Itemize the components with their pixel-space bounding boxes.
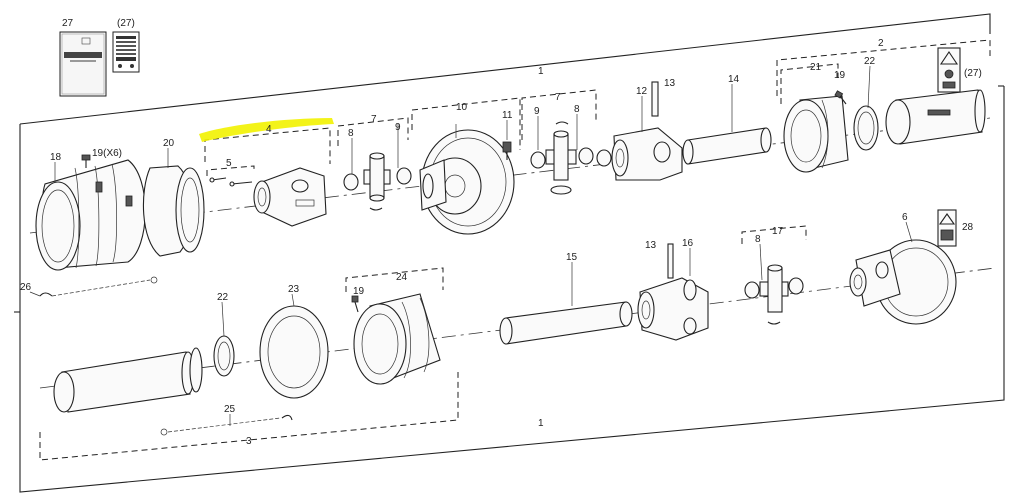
cross-journal-part-8b	[530, 121, 594, 195]
callout-9b: 9	[534, 106, 540, 117]
callout-12: 12	[636, 86, 648, 97]
yoke-part-16	[637, 277, 709, 341]
callout-1-top: 1	[538, 66, 544, 77]
callout-7b: 7	[555, 92, 561, 103]
safety-chain-part-25	[160, 414, 293, 436]
yoke-part-4	[253, 167, 327, 227]
callout-19-x6: 19(X6)	[92, 148, 122, 159]
highlight-marker	[199, 118, 334, 142]
callout-26: 26	[20, 282, 32, 293]
safety-chain-part-26	[39, 276, 158, 297]
callout-labels: 27 (27) 1 2 (27) 21 19 22 13 14 12 7 9 8…	[20, 18, 982, 447]
warning-decal-icon	[937, 47, 961, 93]
callout-11: 11	[502, 110, 513, 121]
bell-part-21	[783, 95, 849, 173]
outer-tube-part-3	[53, 347, 203, 413]
screw-19c	[351, 295, 359, 313]
callout-1-bottom: 1	[538, 418, 544, 429]
callout-19b: 19	[834, 70, 846, 81]
clutch-part-10	[419, 129, 515, 235]
callout-21: 21	[810, 62, 822, 73]
callout-8a: 8	[348, 128, 354, 139]
callout-23: 23	[288, 284, 300, 295]
callout-20: 20	[163, 138, 175, 149]
ring-part-22b	[213, 335, 235, 377]
callout-6: 6	[902, 212, 908, 223]
manual-booklet-icon	[59, 31, 107, 97]
warning-decal-28-icon	[937, 209, 957, 247]
callout-16: 16	[682, 238, 694, 249]
callout-28: 28	[962, 222, 974, 233]
leader-lines	[29, 65, 913, 426]
inner-tube-part-14	[682, 127, 772, 165]
callout-8b: 8	[574, 104, 580, 115]
callout-25: 25	[224, 404, 236, 415]
pin-part-13b	[667, 243, 674, 279]
callout-24: 24	[396, 272, 408, 283]
callout-14: 14	[728, 74, 740, 85]
callout-9a: 9	[395, 122, 401, 133]
screw-19b	[834, 90, 847, 105]
callout-27: 27	[62, 18, 74, 29]
callout-13a: 13	[664, 78, 676, 89]
center-lines	[29, 117, 996, 389]
inner-tube-part-15	[499, 301, 633, 345]
assembly-frame	[14, 13, 1005, 493]
screw-19	[81, 154, 91, 168]
callout-3: 3	[246, 436, 252, 447]
ring-part-23	[259, 305, 329, 399]
callout-13b: 13	[645, 240, 657, 251]
ring-part-22	[853, 105, 879, 151]
housing-part-6	[849, 239, 957, 325]
yoke-part-12	[596, 127, 683, 181]
cross-journal-part-8	[343, 152, 412, 211]
callout-4: 4	[266, 124, 272, 135]
callout-22a: 22	[864, 56, 876, 67]
callout-15: 15	[566, 252, 578, 263]
pin-part-13	[651, 81, 659, 117]
callout-7a: 7	[371, 114, 377, 125]
callout-22b: 22	[217, 292, 229, 303]
callout-19c: 19	[353, 286, 365, 297]
group-brackets	[39, 39, 991, 461]
instruction-card-icon	[112, 31, 140, 73]
callout-2: 2	[878, 38, 884, 49]
callout-8c: 8	[755, 234, 761, 245]
callout-17: 17	[772, 226, 784, 237]
bolt-part-11	[502, 141, 512, 160]
callout-27-tube: (27)	[964, 68, 982, 79]
pins-part-5	[209, 177, 253, 187]
callout-27-card: (27)	[117, 18, 135, 29]
bearing-ring-part-20	[142, 165, 205, 257]
callout-10: 10	[456, 102, 468, 113]
bell-part-24	[353, 293, 441, 385]
shield-cone-part-18	[35, 159, 146, 271]
outer-tube-part-2	[885, 89, 986, 145]
callout-5: 5	[226, 158, 232, 169]
cross-journal-part-8c	[744, 264, 804, 325]
callout-18: 18	[50, 152, 62, 163]
